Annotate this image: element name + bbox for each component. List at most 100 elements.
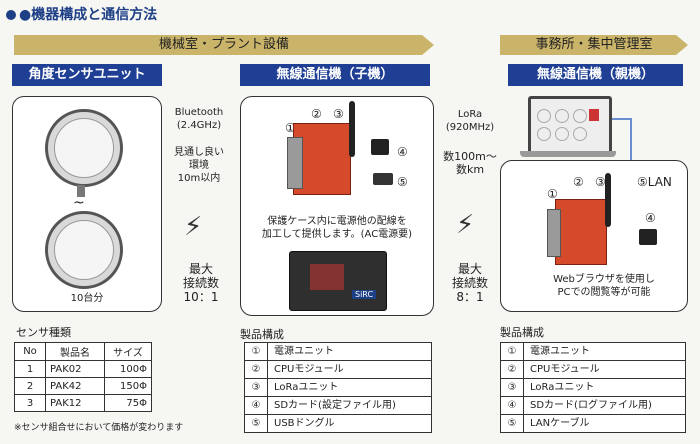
- cell: 150Φ: [104, 377, 152, 395]
- sd-card-icon: [371, 139, 389, 155]
- list-item: ② CPUモジュール: [501, 361, 685, 379]
- conn-label: 接続数: [182, 276, 219, 290]
- th-product: 製品名: [45, 342, 105, 361]
- list-item-num: ①: [245, 343, 268, 360]
- lightning-icon: ⚡: [184, 212, 203, 242]
- page-title: ●機器構成と通信方法: [6, 4, 157, 24]
- case-icon: SiRC: [289, 251, 387, 311]
- num-4: ④: [397, 145, 408, 159]
- list-item-num: ③: [501, 379, 524, 396]
- list-item-text: LoRaユニット: [530, 382, 595, 393]
- parent-list-title: 製品構成: [500, 326, 544, 339]
- child-caption-line2: 加工して提供します。(AC電源要): [261, 229, 413, 240]
- laptop-icon: [528, 96, 612, 154]
- parent-caption-line2: PCでの閲覧等が可能: [557, 287, 651, 298]
- power-unit-icon: [287, 137, 303, 189]
- bullet-icon: [6, 10, 16, 20]
- num-5-lan: ⑤LAN: [637, 175, 672, 189]
- conn-label: 接続数: [451, 276, 488, 290]
- cell: 75Φ: [104, 394, 152, 412]
- sensor-table: No 製品名 サイズ 1 PAK02 100Φ 2 PAK42 150Φ 3 P…: [14, 342, 152, 412]
- banner-office-label: 事務所・集中管理室: [535, 37, 653, 52]
- bluetooth-label: Bluetooth: [174, 107, 224, 118]
- list-item: ⑤ USBドングル: [245, 415, 431, 432]
- parent-caption: Webブラウザを使用し PCでの閲覧等が可能: [521, 273, 687, 299]
- num-1: ①: [285, 121, 296, 135]
- lora-label: LoRa: [457, 109, 483, 120]
- child-unit-panel: ① ② ③ ④ ⑤ 保護ケース内に電源他の配線を 加工して提供します。(AC電源…: [240, 96, 434, 316]
- list-item-num: ②: [501, 361, 524, 378]
- th-no: No: [14, 342, 46, 361]
- parent-caption-line1: Webブラウザを使用し: [553, 274, 655, 285]
- lan-cable-line: [612, 118, 632, 182]
- lightning-icon: ⚡: [456, 210, 475, 240]
- num-5: ⑤: [397, 175, 408, 189]
- list-item-num: ③: [245, 379, 268, 396]
- lora-max: 最大 接続数 8：1: [440, 262, 500, 304]
- list-item-num: ④: [501, 397, 524, 414]
- tilde-text: ~: [73, 195, 85, 211]
- list-item: ① 電源ユニット: [245, 343, 431, 361]
- bluetooth-info: Bluetooth (2.4GHz) 見通し良い 環境 10m以内: [162, 106, 236, 185]
- max-label: 最大: [188, 262, 213, 276]
- bluetooth-range: 10m以内: [177, 173, 221, 184]
- sd-card-icon: [639, 229, 657, 245]
- banner-office: 事務所・集中管理室: [500, 35, 688, 55]
- env-line1: 見通し良い: [174, 147, 224, 158]
- gauge-icon: [45, 109, 123, 187]
- lora-info: LoRa (920MHz) 数100m～ 数km: [440, 108, 500, 176]
- list-item-text: LANケーブル: [530, 418, 590, 429]
- table-row: 1 PAK02 100Φ: [14, 360, 152, 378]
- th-size: サイズ: [104, 342, 152, 361]
- cell: 1: [14, 360, 46, 378]
- usb-dongle-icon: [373, 173, 393, 185]
- num-2: ②: [311, 107, 322, 121]
- list-item-text: USBドングル: [274, 418, 335, 429]
- list-item: ⑤ LANケーブル: [501, 415, 685, 432]
- list-item-num: ⑤: [501, 415, 524, 432]
- cell: PAK02: [45, 360, 105, 378]
- cell: PAK12: [45, 394, 105, 412]
- ratio-label: 8：1: [456, 290, 484, 304]
- list-item-text: CPUモジュール: [530, 364, 600, 375]
- list-item-num: ②: [245, 361, 268, 378]
- parent-unit-panel: ① ② ③ ⑤LAN ④ Webブラウザを使用し PCでの閲覧等が可能: [500, 160, 688, 312]
- cell: PAK42: [45, 377, 105, 395]
- lora-range1: 数100m～: [443, 150, 497, 163]
- list-item-num: ④: [245, 397, 268, 414]
- device-icon: [555, 199, 607, 265]
- max-label: 最大: [457, 262, 482, 276]
- list-item-text: 電源ユニット: [274, 346, 334, 357]
- lora-freq: (920MHz): [445, 122, 495, 133]
- num-3: ③: [333, 107, 344, 121]
- sensor-table-title: センサ種類: [16, 326, 71, 339]
- table-row: 2 PAK42 150Φ: [14, 377, 152, 395]
- child-caption-line1: 保護ケース内に電源他の配線を: [267, 216, 407, 227]
- list-item-text: 電源ユニット: [530, 346, 590, 357]
- banner-machine-room: 機械室・プラント設備: [14, 35, 434, 55]
- power-unit-icon: [547, 209, 561, 257]
- lora-range2: 数km: [455, 163, 485, 176]
- header-child-unit: 無線通信機（子機）: [240, 64, 430, 86]
- ratio-label: 10：1: [183, 290, 219, 304]
- sensor-panel: ~ 10台分: [12, 96, 162, 312]
- env-line2: 環境: [189, 160, 209, 171]
- child-caption: 保護ケース内に電源他の配線を 加工して提供します。(AC電源要): [241, 215, 433, 241]
- sensor-count: 10台分: [70, 293, 104, 304]
- bluetooth-max: 最大 接続数 10：1: [166, 262, 236, 304]
- sirc-logo: SiRC: [352, 290, 377, 299]
- num-2: ②: [573, 175, 584, 189]
- num-4: ④: [645, 211, 656, 225]
- cell: 3: [14, 394, 46, 412]
- bluetooth-freq: (2.4GHz): [176, 120, 222, 131]
- list-item-num: ⑤: [245, 415, 268, 432]
- gauge-icon: [45, 211, 123, 289]
- table-header-row: No 製品名 サイズ: [14, 342, 152, 361]
- num-1: ①: [547, 187, 558, 201]
